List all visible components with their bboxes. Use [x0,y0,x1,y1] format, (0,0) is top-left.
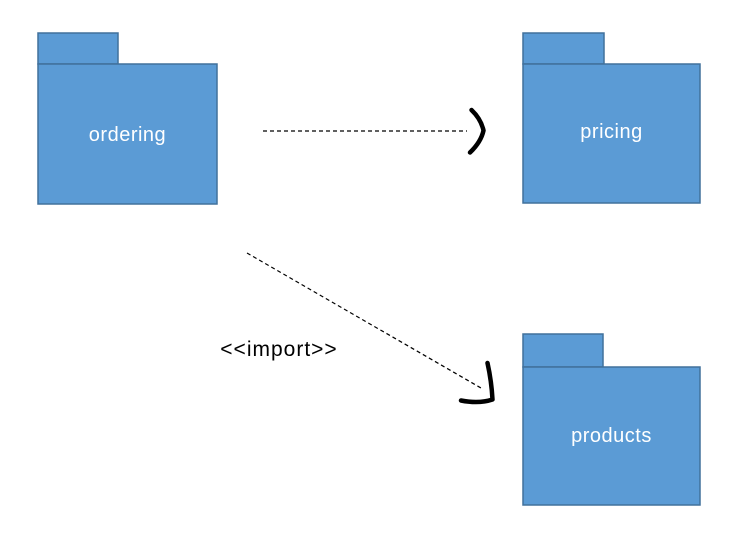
package-pricing-tab [522,32,605,65]
package-pricing: pricing [522,32,701,204]
package-ordering-body [37,63,218,205]
dependency-ordering-products: <<import>> [220,252,495,405]
dependency-line-ordering-products [246,252,482,389]
arrowhead-ordering-products-icon [458,360,495,405]
package-products-body [522,366,701,506]
dependency-import-label: <<import>> [220,338,337,361]
dependency-ordering-pricing [263,107,486,155]
package-ordering-label: ordering [89,124,166,146]
package-products-label: products [571,425,652,447]
package-products: products [522,333,701,506]
package-pricing-body [522,63,701,204]
package-ordering-tab [37,32,119,65]
arrowhead-ordering-pricing-icon [467,107,486,155]
package-products-tab [522,333,604,368]
package-ordering: ordering [37,32,218,205]
package-pricing-label: pricing [580,121,642,143]
